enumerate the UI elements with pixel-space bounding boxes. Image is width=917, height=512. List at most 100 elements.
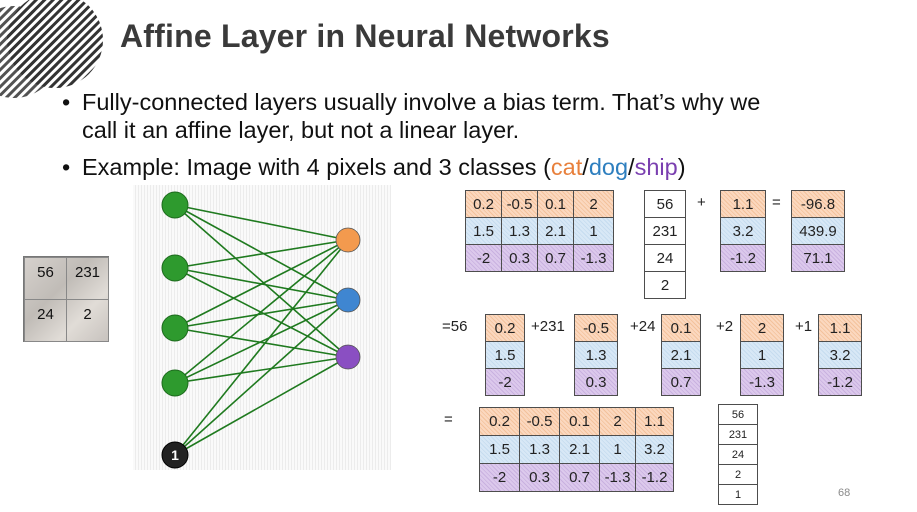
- result-cell: -96.8: [791, 190, 845, 218]
- weight-column-cell: -1.3: [740, 368, 784, 396]
- weight-column-cell: 2: [740, 314, 784, 342]
- network-diagram: 1: [161, 191, 361, 469]
- augmented-input-cell: 24: [718, 444, 758, 465]
- equals-operator: =: [444, 411, 453, 428]
- bullet-example: • Example: Image with 4 pixels and 3 cla…: [62, 153, 862, 183]
- decorative-hatch: [0, 0, 103, 98]
- augmented-weight-cell: 0.2: [479, 407, 520, 436]
- weight-cell: 0.7: [537, 244, 574, 272]
- page-number: 68: [838, 487, 851, 499]
- network-edge: [174, 239, 349, 269]
- bullet-affine-explanation: • Fully-connected layers usually involve…: [62, 88, 882, 148]
- bias-node: [161, 441, 189, 469]
- bullet-line-2: call it an affine layer, but not a linea…: [82, 117, 520, 143]
- network-edge: [174, 299, 349, 329]
- weight-cell: 0.1: [537, 190, 574, 218]
- augmented-weight-cell: 1: [599, 435, 636, 464]
- example-suffix: ): [677, 154, 686, 180]
- weight-column-cell: 0.7: [661, 368, 701, 396]
- cat-image-pixels: 56 231 24 2: [23, 256, 109, 342]
- class-cat: cat: [550, 154, 583, 180]
- weight-column-cell: -2: [485, 368, 525, 396]
- input-node: [161, 314, 189, 342]
- term-coefficient: +2: [716, 318, 734, 335]
- weight-column-cell: -1.2: [818, 368, 862, 396]
- network-edge: [174, 239, 349, 384]
- output-node-cat: [335, 227, 361, 253]
- output-node-ship: [335, 344, 361, 370]
- weight-cell: 1.3: [501, 217, 538, 245]
- augmented-input-cell: 56: [718, 404, 758, 425]
- weight-column-cell: 0.3: [574, 368, 618, 396]
- weight-cell: 1.5: [465, 217, 502, 245]
- network-edge: [174, 204, 349, 301]
- weight-cell: 0.3: [501, 244, 538, 272]
- weight-cell: 0.2: [465, 190, 502, 218]
- weight-cell: -0.5: [501, 190, 538, 218]
- weight-cell: 1: [573, 217, 614, 245]
- pixel-cell: 56: [24, 257, 67, 300]
- network-edge: [174, 239, 349, 329]
- weight-cell: 2: [573, 190, 614, 218]
- pixel-cell: 2: [66, 299, 109, 342]
- input-node: [161, 191, 189, 219]
- network-edge: [174, 299, 349, 384]
- network-edge: [174, 356, 349, 384]
- weight-column-cell: 1.3: [574, 341, 618, 369]
- weight-cell: -2: [465, 244, 502, 272]
- augmented-weight-cell: -2: [479, 463, 520, 492]
- weight-cell: -1.3: [573, 244, 614, 272]
- class-ship: ship: [634, 154, 678, 180]
- output-node-dog: [335, 287, 361, 313]
- input-node: [161, 254, 189, 282]
- bias-cell: 1.1: [720, 190, 766, 218]
- weight-column-cell: 1.1: [818, 314, 862, 342]
- bias-cell: 3.2: [720, 217, 766, 245]
- network-edge: [174, 239, 349, 456]
- bullet-marker: •: [62, 89, 71, 115]
- network-edge: [174, 356, 349, 456]
- augmented-input-cell: 2: [718, 464, 758, 485]
- bullet-marker: •: [62, 154, 71, 180]
- augmented-input-cell: 1: [718, 484, 758, 505]
- slide-title: Affine Layer in Neural Networks: [120, 18, 610, 54]
- weight-column-cell: 0.1: [661, 314, 701, 342]
- bias-node-label: 1: [171, 447, 179, 463]
- result-cell: 71.1: [791, 244, 845, 272]
- network-edge: [174, 299, 349, 456]
- plus-operator: +: [697, 194, 706, 211]
- augmented-weight-cell: -0.5: [519, 407, 560, 436]
- term-coefficient: =56: [442, 318, 468, 335]
- network-edge: [174, 327, 349, 358]
- weight-column-cell: 0.2: [485, 314, 525, 342]
- term-coefficient: +231: [531, 318, 565, 335]
- equals-operator: =: [772, 194, 781, 211]
- augmented-weight-cell: 1.3: [519, 435, 560, 464]
- weight-column-cell: 3.2: [818, 341, 862, 369]
- pixel-cell: 231: [66, 257, 109, 300]
- bullet-example-text: Example: Image with 4 pixels and 3 class…: [82, 153, 686, 182]
- augmented-weight-cell: 0.7: [559, 463, 600, 492]
- result-cell: 439.9: [791, 217, 845, 245]
- augmented-weight-cell: -1.3: [599, 463, 636, 492]
- input-vector-cell: 24: [644, 244, 686, 272]
- augmented-weight-cell: 2.1: [559, 435, 600, 464]
- network-edge: [174, 204, 349, 241]
- input-vector-cell: 56: [644, 190, 686, 218]
- weight-column-cell: 1.5: [485, 341, 525, 369]
- augmented-input-cell: 231: [718, 424, 758, 445]
- augmented-weight-cell: 1.1: [635, 407, 674, 436]
- input-vector-cell: 2: [644, 271, 686, 299]
- example-prefix: Example: Image with 4 pixels and 3 class…: [82, 154, 551, 180]
- bullet-line-1: Fully-connected layers usually involve a…: [82, 89, 761, 115]
- weight-column-cell: 1: [740, 341, 784, 369]
- class-sep: /: [582, 154, 589, 180]
- weight-column-cell: 2.1: [661, 341, 701, 369]
- weight-cell: 2.1: [537, 217, 574, 245]
- input-vector-cell: 231: [644, 217, 686, 245]
- weight-column-cell: -0.5: [574, 314, 618, 342]
- class-dog: dog: [588, 154, 629, 180]
- augmented-weight-cell: 3.2: [635, 435, 674, 464]
- term-coefficient: +24: [630, 318, 656, 335]
